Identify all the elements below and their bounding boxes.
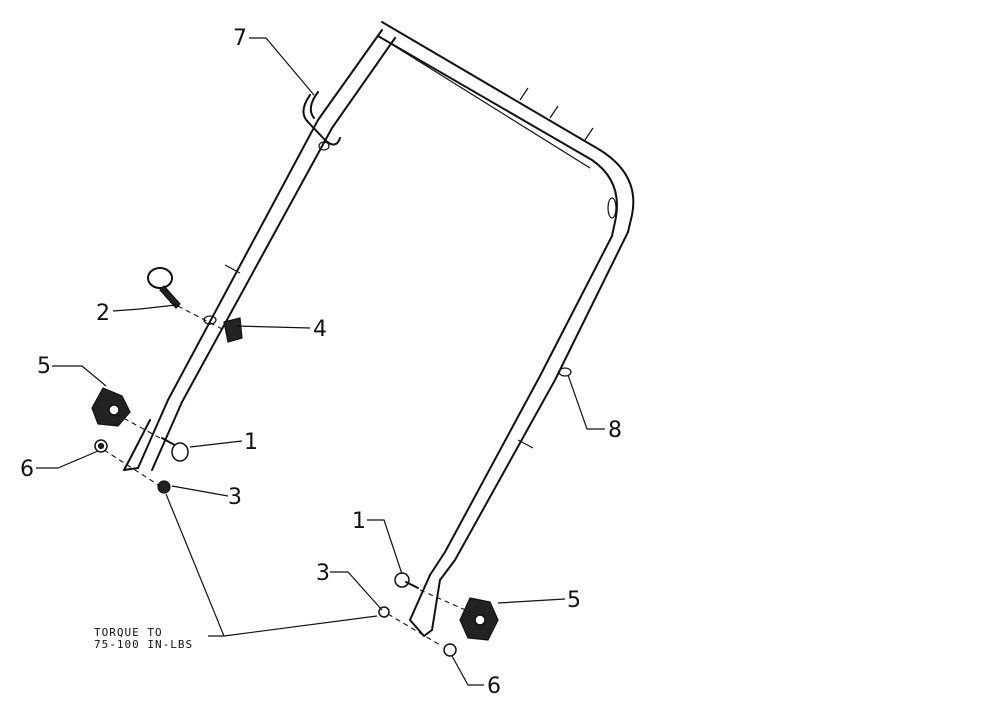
eye-bolt-part (147, 267, 181, 309)
assembly-lines (103, 301, 471, 646)
bolt-right-part (443, 643, 457, 657)
callout-6-left: 6 (20, 457, 34, 482)
callout-5-left: 5 (37, 354, 51, 379)
callout-3-left: 3 (228, 485, 242, 510)
carriage-bolt-left-part (161, 437, 189, 462)
nut-left-part (157, 480, 171, 494)
rope-clip-part (223, 317, 243, 343)
callout-7: 7 (233, 26, 247, 51)
callout-8: 8 (608, 418, 622, 443)
rope-guide-part (302, 91, 341, 146)
knob-right-part (459, 597, 499, 641)
callout-6-right: 6 (487, 674, 501, 699)
callout-4: 4 (313, 317, 327, 342)
torque-note-line-1: TORQUE TO (94, 626, 163, 639)
callout-1-left: 1 (244, 430, 258, 455)
upper-handle-frame (123, 21, 635, 637)
callout-3-right: 3 (316, 561, 330, 586)
knob-left-part (91, 387, 131, 427)
torque-note-line-2: 75-100 IN-LBS (94, 638, 193, 651)
bolt-left-part (94, 439, 108, 453)
callout-5-right: 5 (567, 588, 581, 613)
carriage-bolt-right-part (394, 572, 419, 589)
callout-2: 2 (96, 301, 110, 326)
leader-lines (36, 37, 605, 686)
callout-1-right: 1 (352, 509, 366, 534)
